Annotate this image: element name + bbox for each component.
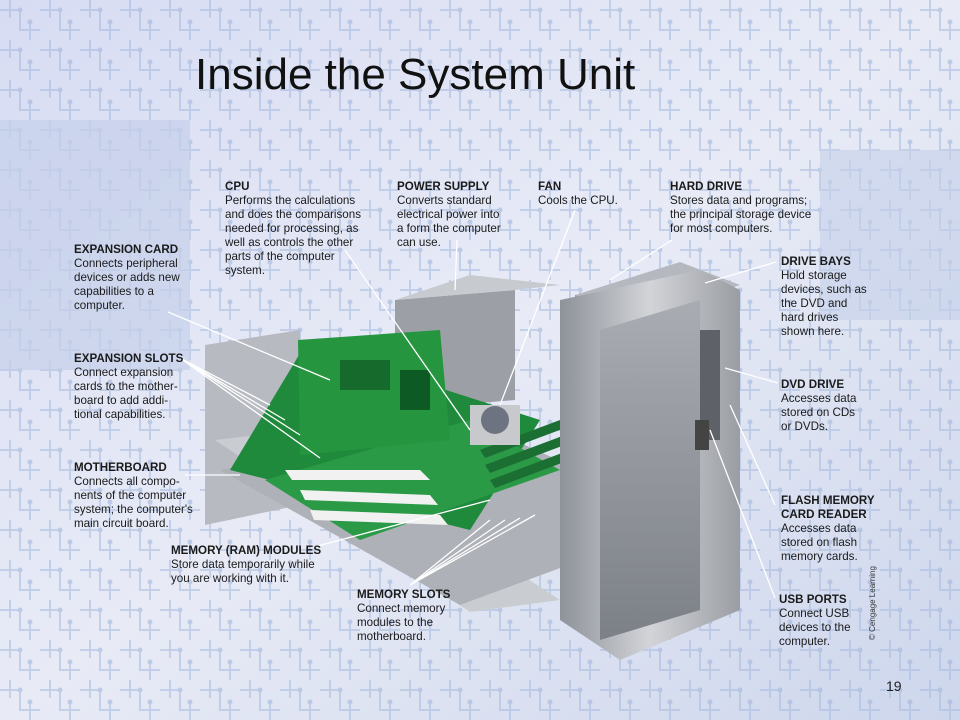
power-supply-description: Converts standard electrical power into … [397, 194, 501, 249]
label-expansion-card: EXPANSION CARD Connects peripheral devic… [74, 243, 180, 313]
power-supply-heading: POWER SUPPLY [397, 180, 490, 193]
expansion-card-heading: EXPANSION CARD [74, 243, 179, 256]
cpu-heading: CPU [225, 180, 250, 193]
image-credit: © Cengage Learning [868, 566, 877, 640]
label-fan: FAN Cools the CPU. [538, 180, 618, 208]
memory-slots-heading: MEMORY SLOTS [357, 588, 451, 601]
usb-ports-heading: USB PORTS [779, 593, 847, 606]
label-motherboard: MOTHERBOARD Connects all compo- nents of… [74, 461, 193, 531]
motherboard-description: Connects all compo- nents of the compute… [74, 475, 193, 530]
expansion-card-description: Connects peripheral devices or adds new … [74, 257, 180, 312]
label-drive-bays: DRIVE BAYS Hold storage devices, such as… [781, 255, 867, 339]
system-unit-illustration [205, 262, 740, 660]
label-cpu: CPU Performs the calculations and does t… [225, 180, 361, 278]
label-dvd-drive: DVD DRIVE Accesses data stored on CDs or… [781, 378, 856, 434]
expansion-slots-heading: EXPANSION SLOTS [74, 352, 184, 365]
memory-slots-description: Connect memory modules to the motherboar… [357, 602, 446, 643]
dvd-drive-heading: DVD DRIVE [781, 378, 845, 391]
dvd-drive-description: Accesses data stored on CDs or DVDs. [781, 392, 857, 433]
expansion-slots-description: Connect expansion cards to the mother- b… [74, 366, 178, 421]
drive-bays-description: Hold storage devices, such as the DVD an… [781, 269, 867, 338]
motherboard-heading: MOTHERBOARD [74, 461, 167, 474]
label-flash-memory-card-reader: FLASH MEMORY CARD READER Accesses data s… [781, 494, 875, 564]
label-usb-ports: USB PORTS Connect USB devices to the com… [779, 593, 851, 649]
label-memory-modules: MEMORY (RAM) MODULES Store data temporar… [171, 544, 321, 586]
flash-reader-description: Accesses data stored on flash memory car… [781, 522, 858, 563]
page-number: 19 [886, 678, 902, 694]
label-expansion-slots: EXPANSION SLOTS Connect expansion cards … [74, 352, 183, 422]
usb-ports-description: Connect USB devices to the computer. [779, 607, 851, 648]
label-memory-slots: MEMORY SLOTS Connect memory modules to t… [357, 588, 450, 644]
drive-bays-heading: DRIVE BAYS [781, 255, 851, 268]
fan-description: Cools the CPU. [538, 194, 618, 207]
label-power-supply: POWER SUPPLY Converts standard electrica… [397, 180, 501, 250]
slide-title: Inside the System Unit [195, 50, 636, 99]
cpu-description: Performs the calculations and does the c… [225, 194, 361, 277]
hard-drive-description: Stores data and programs; the principal … [670, 194, 812, 235]
memory-modules-description: Store data temporarily while you are wor… [171, 558, 315, 585]
memory-modules-heading: MEMORY (RAM) MODULES [171, 544, 322, 557]
fan-heading: FAN [538, 180, 562, 193]
flash-reader-heading: FLASH MEMORY CARD READER [781, 494, 875, 521]
label-hard-drive: HARD DRIVE Stores data and programs; the… [670, 180, 811, 236]
hard-drive-heading: HARD DRIVE [670, 180, 743, 193]
leader-lines [167, 209, 779, 599]
